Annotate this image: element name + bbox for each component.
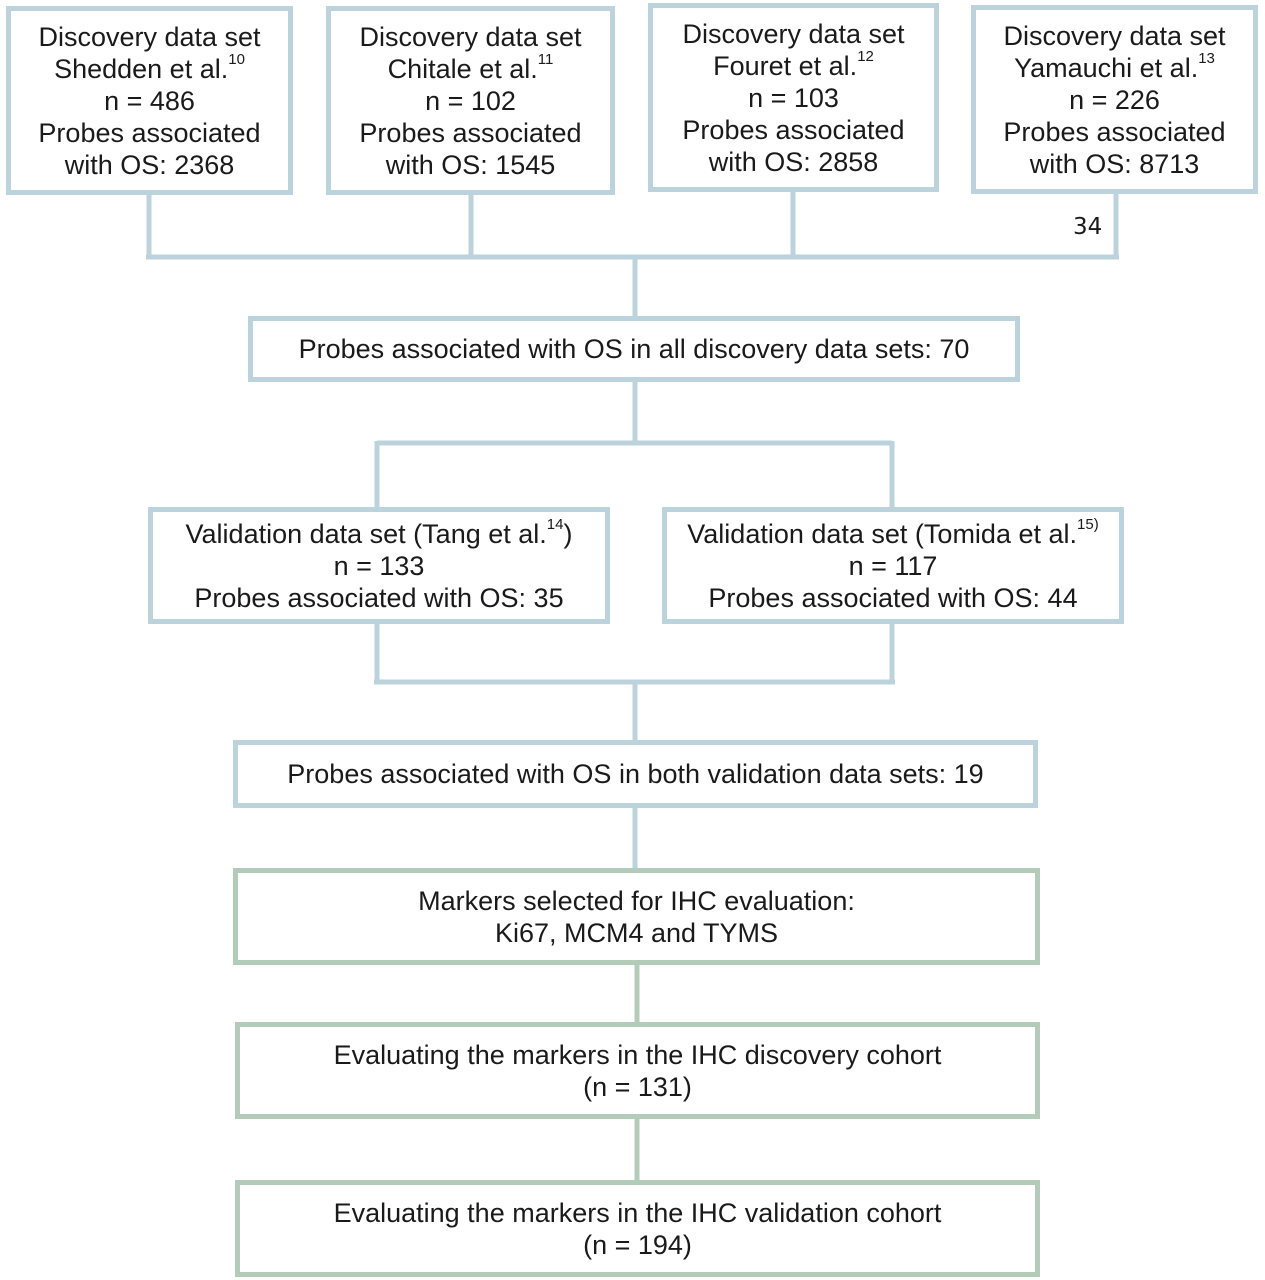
reference-number: 14 <box>546 515 564 533</box>
discovery-author: Chitale et al. <box>387 53 538 84</box>
validation-title-line: Validation data set (Tang et al.14) <box>185 515 573 550</box>
discovery-author-line: Chitale et al.11 <box>387 50 554 85</box>
reference-number: 13 <box>1198 49 1215 67</box>
ihc-validation-text: Evaluating the markers in the IHC valida… <box>333 1197 942 1228</box>
markers-title: Markers selected for IHC evaluation: <box>418 885 855 916</box>
probes-count: Probes associated with OS: 35 <box>194 582 564 613</box>
probes-count: Probes associated with OS: 44 <box>708 582 1078 613</box>
discovery-author: Shedden et al. <box>54 53 229 84</box>
sample-size: n = 486 <box>104 85 195 116</box>
discovery-author-line: Shedden et al.10 <box>54 50 245 85</box>
sample-size: n = 226 <box>1069 84 1160 115</box>
all-discovery-box: Probes associated with OS in all discove… <box>248 316 1020 382</box>
stray-number-label: 34 <box>1073 214 1103 240</box>
sample-size: n = 103 <box>748 82 839 113</box>
reference-number: 10 <box>228 50 245 68</box>
discovery-author-line: Fouret et al.12 <box>713 47 874 82</box>
probes-count: with OS: 8713 <box>1029 148 1200 179</box>
discovery-label: Discovery data set <box>682 18 905 49</box>
probes-count: with OS: 1545 <box>385 149 556 180</box>
discovery-label: Discovery data set <box>359 21 582 52</box>
validation-title-close: ) <box>563 518 573 549</box>
probes-label: Probes associated <box>38 117 261 148</box>
both-validation-box: Probes associated with OS in both valida… <box>233 740 1038 808</box>
discovery-box-fouret: Discovery data set Fouret et al.12 n = 1… <box>648 3 939 192</box>
validation-title: Validation data set (Tang et al. <box>185 518 547 549</box>
reference-number: 12 <box>857 47 874 65</box>
markers-list: Ki67, MCM4 and TYMS <box>494 917 779 948</box>
validation-title-line: Validation data set (Tomida et al.15) <box>687 515 1099 550</box>
discovery-author-line: Yamauchi et al.13 <box>1014 49 1215 84</box>
sample-size: n = 133 <box>333 550 425 581</box>
discovery-box-shedden: Discovery data set Shedden et al.10 n = … <box>6 6 293 195</box>
probes-label: Probes associated <box>359 117 582 148</box>
markers-box: Markers selected for IHC evaluation: Ki6… <box>233 868 1040 965</box>
ihc-discovery-text: Evaluating the markers in the IHC discov… <box>333 1039 942 1070</box>
discovery-box-yamauchi: Discovery data set Yamauchi et al.13 n =… <box>971 5 1258 194</box>
all-discovery-text: Probes associated with OS in all discove… <box>298 334 970 364</box>
ihc-discovery-n: (n = 131) <box>583 1071 692 1102</box>
probes-count: with OS: 2858 <box>708 146 879 177</box>
discovery-label: Discovery data set <box>1003 20 1226 51</box>
ihc-validation-box: Evaluating the markers in the IHC valida… <box>235 1180 1040 1277</box>
sample-size: n = 102 <box>425 85 516 116</box>
ihc-discovery-box: Evaluating the markers in the IHC discov… <box>235 1022 1040 1119</box>
discovery-author: Yamauchi et al. <box>1014 52 1199 83</box>
sample-size: n = 117 <box>848 550 938 581</box>
reference-number: 15) <box>1077 515 1099 533</box>
validation-box-tomida: Validation data set (Tomida et al.15) n … <box>662 507 1124 624</box>
both-validation-text: Probes associated with OS in both valida… <box>287 759 984 789</box>
discovery-author: Fouret et al. <box>713 50 858 81</box>
reference-number: 11 <box>537 50 554 68</box>
discovery-label: Discovery data set <box>38 21 261 52</box>
validation-box-tang: Validation data set (Tang et al.14) n = … <box>148 507 610 624</box>
probes-count: with OS: 2368 <box>64 149 235 180</box>
validation-title: Validation data set (Tomida et al. <box>687 518 1078 549</box>
ihc-validation-n: (n = 194) <box>583 1229 692 1260</box>
discovery-box-chitale: Discovery data set Chitale et al.11 n = … <box>326 6 615 195</box>
probes-label: Probes associated <box>682 114 905 145</box>
probes-label: Probes associated <box>1003 116 1226 147</box>
